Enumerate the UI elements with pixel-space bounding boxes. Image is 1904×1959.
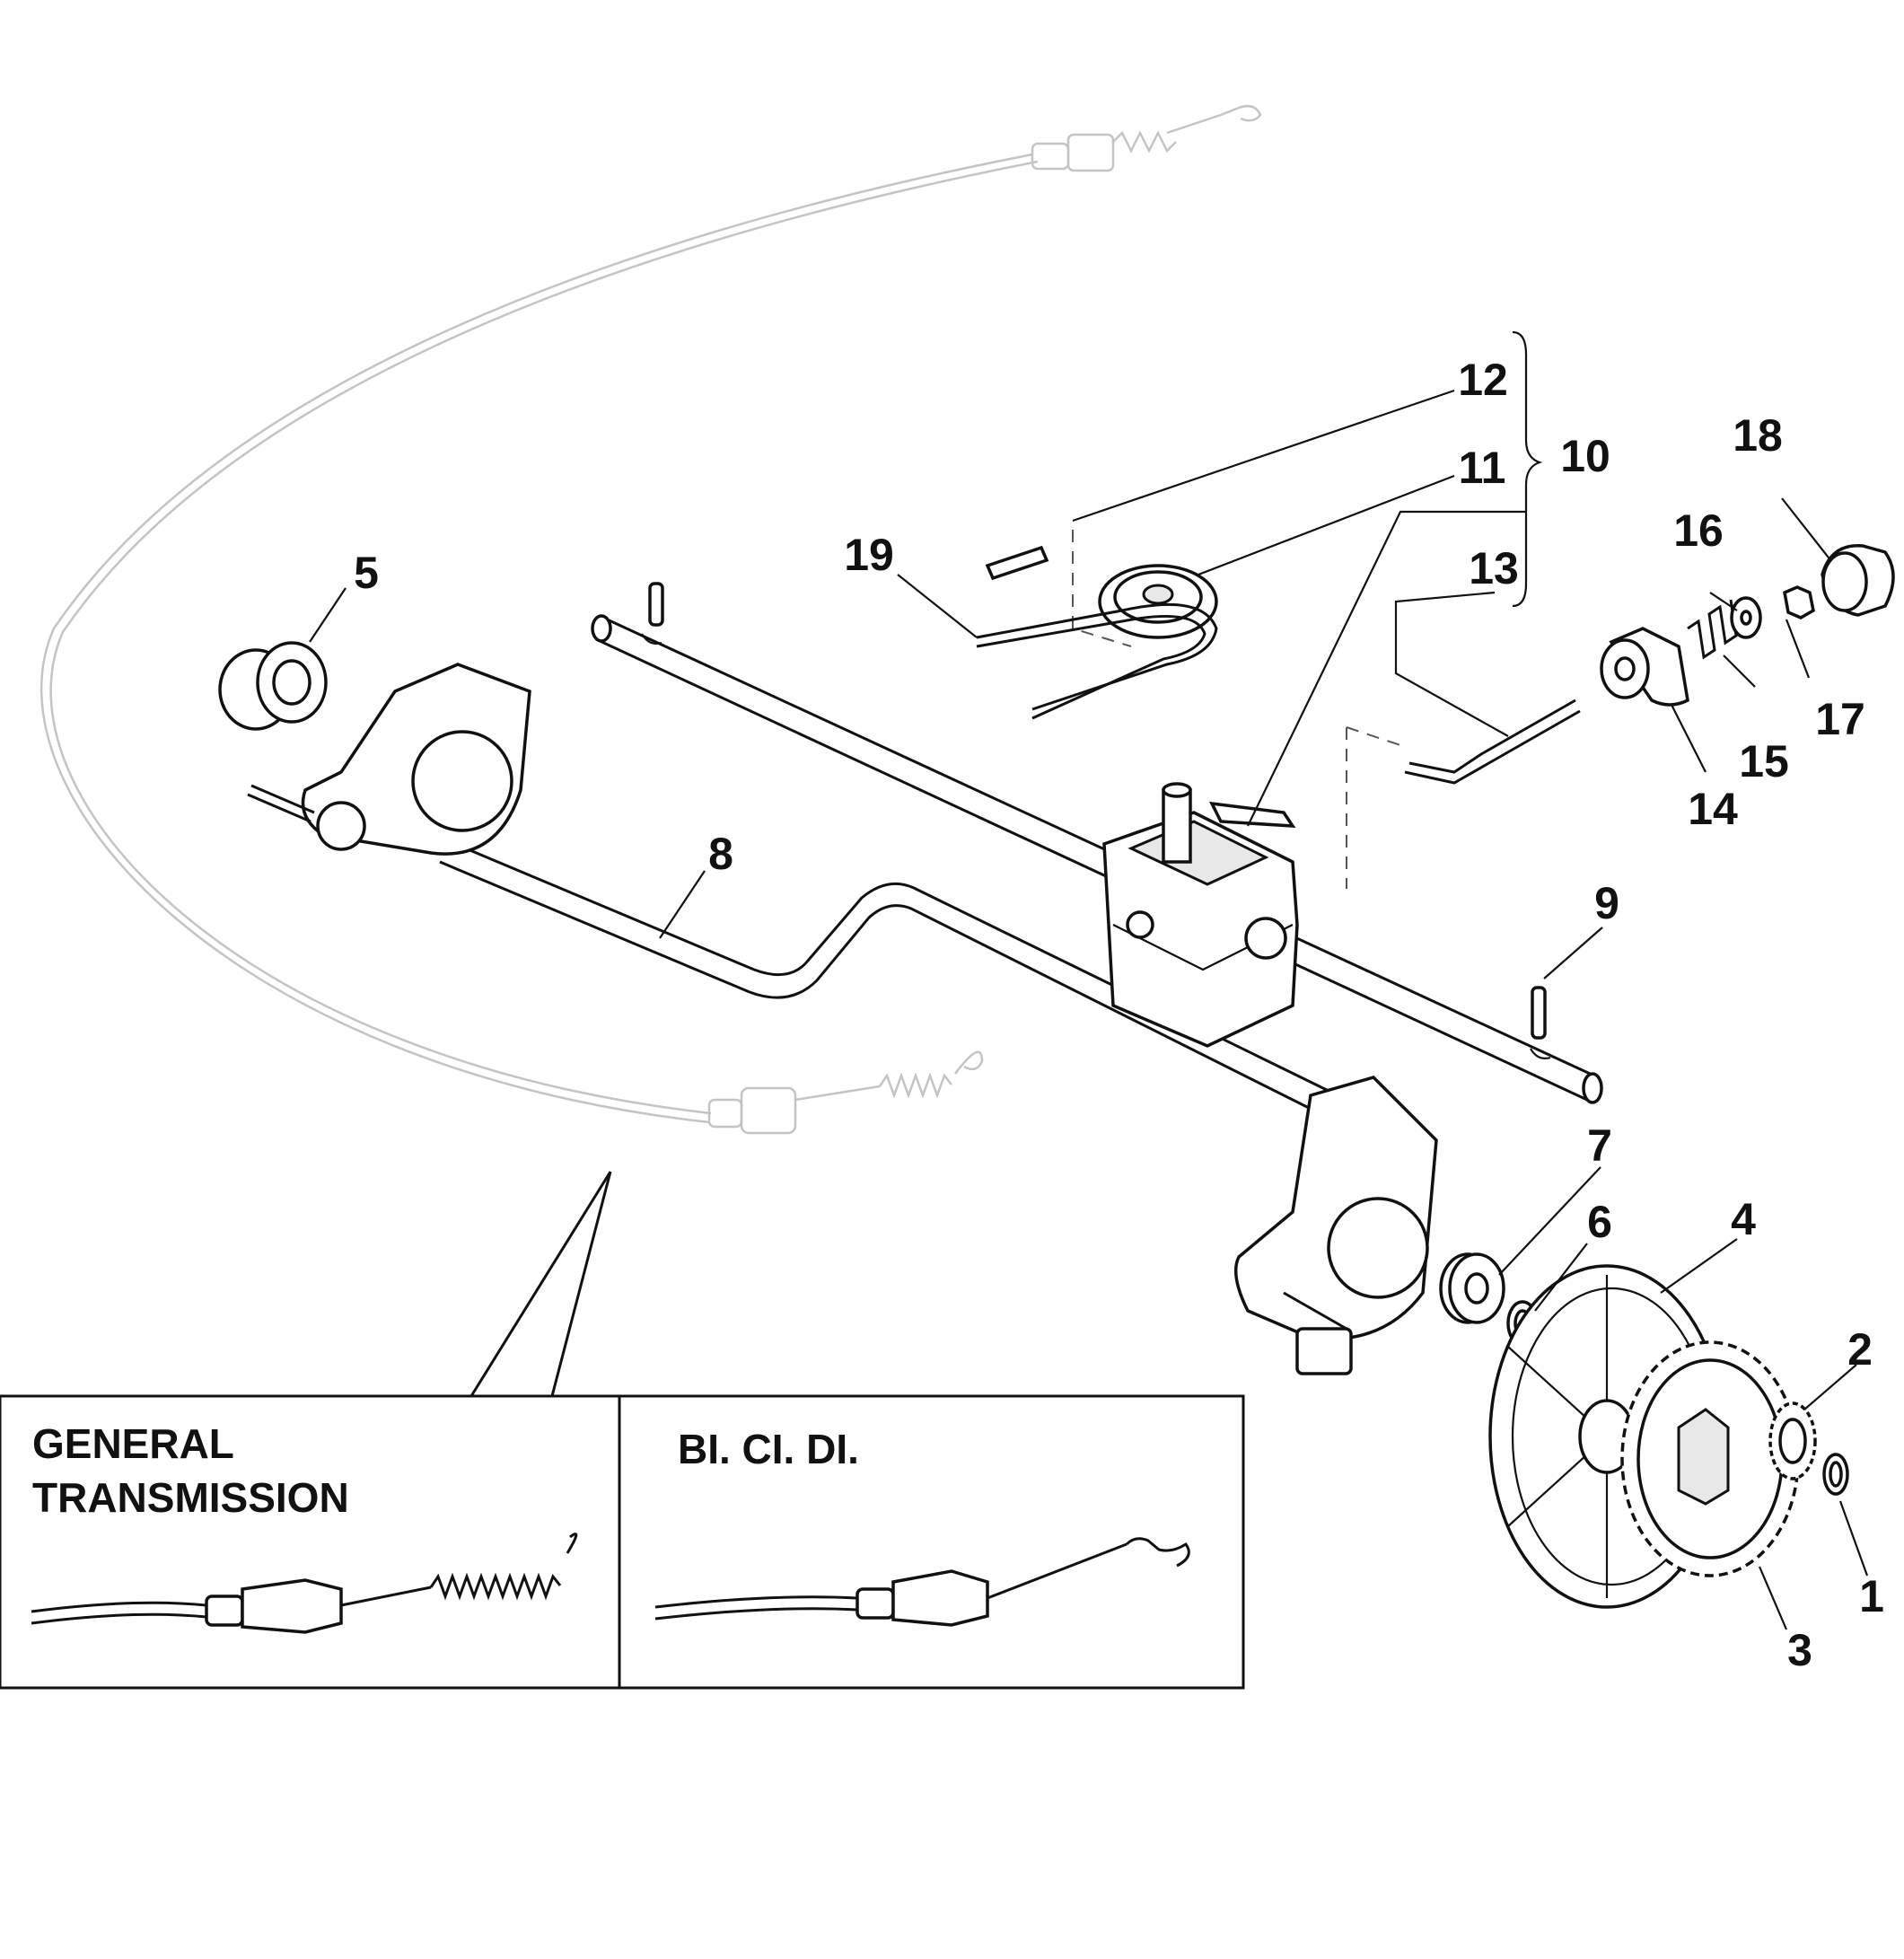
pin-part-9	[1531, 986, 1547, 1040]
inset-title-biclidi: BI. CI. DI.	[678, 1426, 859, 1472]
right-bracket	[1233, 1076, 1438, 1375]
control-cable-ghost	[39, 105, 1262, 1135]
part-label-15: 15	[1739, 736, 1789, 786]
general-transmission-cable	[31, 1533, 578, 1634]
pin-top	[648, 582, 664, 627]
bushing-part-5	[218, 641, 328, 731]
part-label-16: 16	[1673, 505, 1724, 556]
bearing-part-7	[1439, 1252, 1505, 1324]
main-axle	[439, 838, 1329, 1115]
adjuster-stack	[1600, 544, 1895, 707]
pinion-part-2	[1768, 1401, 1817, 1480]
part-label-10: 10	[1560, 431, 1610, 481]
roll-pin-part-12	[985, 545, 1049, 581]
inset-title-general: GENERAL	[32, 1420, 234, 1467]
assembly-brace	[1512, 330, 1543, 608]
part-label-7: 7	[1587, 1120, 1612, 1171]
rod-part-13	[1404, 698, 1581, 785]
part-label-19: 19	[844, 530, 894, 580]
inset-title-transmission: TRANSMISSION	[32, 1474, 349, 1521]
circlip-part-1	[1822, 1453, 1849, 1496]
part-labels: 1 2 3 4 5 6 7 8 9 10 11 12 13 14 15 16 1…	[354, 355, 1884, 1675]
part-label-18: 18	[1733, 410, 1783, 461]
drive-shaft	[591, 614, 1603, 1104]
gearbox	[1102, 782, 1299, 1048]
belt-part-19	[976, 602, 1218, 720]
part-label-14: 14	[1688, 784, 1738, 834]
part-label-6: 6	[1587, 1197, 1612, 1247]
part-label-8: 8	[708, 829, 733, 879]
part-label-13: 13	[1469, 543, 1519, 593]
large-gear-part-3	[1620, 1340, 1800, 1577]
part-label-11: 11	[1459, 443, 1506, 493]
leader-lines	[309, 389, 1869, 1630]
part-label-12: 12	[1458, 355, 1508, 405]
part-label-4: 4	[1731, 1194, 1756, 1244]
spring-part-15	[1687, 599, 1738, 660]
biclidi-cable	[654, 1537, 1190, 1627]
cable-variants-inset: GENERAL TRANSMISSION BI. CI. DI.	[0, 1171, 1245, 1690]
part-label-1: 1	[1859, 1571, 1884, 1621]
part-label-2: 2	[1847, 1324, 1873, 1375]
part-label-5: 5	[354, 548, 379, 598]
part-label-3: 3	[1787, 1625, 1812, 1675]
part-label-9: 9	[1594, 878, 1619, 928]
part-label-17: 17	[1815, 694, 1865, 744]
left-bracket	[247, 663, 531, 856]
